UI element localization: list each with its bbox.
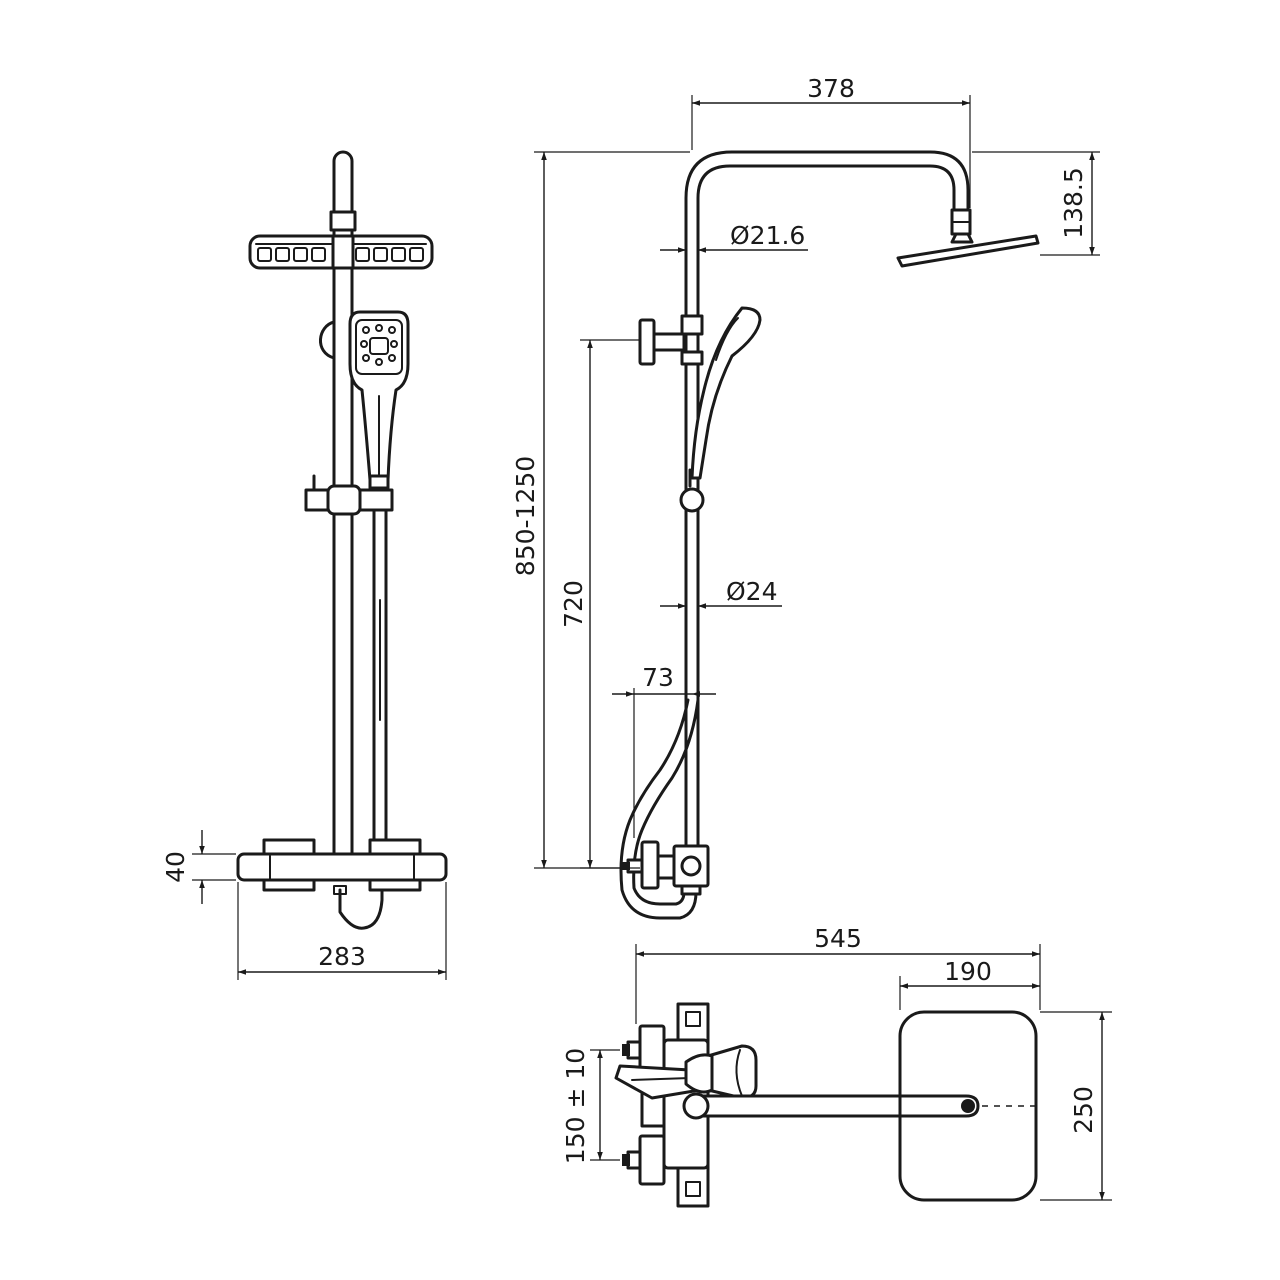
side-inlet-handle (640, 840, 660, 890)
side-holder-knob (638, 318, 656, 366)
dim-riser-pipe-diameter: Ø24 (660, 577, 782, 609)
dim-head-drop: 138.5 (972, 151, 1100, 256)
dim-head-width-label: 250 (1069, 1086, 1098, 1134)
dim-mixer-width-label: 283 (318, 942, 366, 971)
side-mixer-block (672, 844, 710, 888)
side-inlet-thread (622, 862, 630, 870)
front-mixer-foot-left (262, 878, 316, 892)
dim-head-depth-label: 190 (944, 957, 992, 986)
top-wall-bracket-cap-lower (685, 1181, 701, 1197)
top-hand-shower-face (735, 1049, 743, 1097)
dim-total-depth-label: 545 (814, 924, 862, 953)
side-mixer-port (680, 855, 702, 877)
dim-inlet-spacing-label: 150 ± 10 (561, 1048, 590, 1164)
dim-mixer-height-label: 40 (161, 851, 190, 883)
top-inlet-thread-upper (622, 1044, 630, 1056)
side-arm-inner (696, 164, 956, 322)
top-wall-bracket-cap-upper (685, 1011, 701, 1027)
top-arm-pipe (698, 1094, 980, 1118)
side-view: 378 138.5 Ø21.6 850-1250 720 (511, 74, 1100, 920)
front-rod-collar (329, 210, 357, 232)
dim-arm-pipe-diameter: Ø21.6 (660, 221, 808, 253)
front-head-mount (331, 234, 355, 270)
dim-head-width: 250 (1040, 1011, 1112, 1201)
dim-mixer-width: 283 (237, 882, 447, 980)
front-holder-knob (319, 320, 336, 360)
side-hand-shower-face-line (715, 317, 739, 361)
side-hand-shower (690, 306, 762, 480)
top-hand-shower-base (684, 1053, 714, 1094)
side-holder-clamp (680, 314, 704, 336)
dim-hose-offset: 73 (612, 663, 716, 838)
top-inlet-handle-lower (638, 1134, 666, 1186)
front-hand-shower-face (355, 319, 403, 375)
side-inlet-stem (656, 854, 676, 880)
dim-hose-offset-label: 73 (642, 663, 674, 692)
front-hand-shower-cone (368, 474, 390, 490)
top-view: 545 190 250 150 ± 10 (561, 924, 1112, 1208)
top-holder-lever (614, 1064, 702, 1100)
dim-total-depth: 545 (635, 924, 1041, 1024)
side-holder-stem (652, 332, 686, 352)
top-inlet-thread-lower (622, 1154, 630, 1166)
dim-arm-length: 378 (691, 74, 971, 208)
dim-head-drop-label: 138.5 (1059, 167, 1088, 239)
side-inlet-nut (626, 858, 644, 874)
dim-arm-pipe-diameter-label: Ø21.6 (730, 221, 805, 250)
dim-hand-shower-height: 720 (559, 339, 640, 869)
dim-total-height: 850-1250 (511, 151, 690, 869)
side-hose-inner (632, 698, 700, 906)
front-bracket-clamp (326, 484, 362, 516)
dim-arm-length-label: 378 (807, 74, 855, 103)
side-mixer-outlet (680, 884, 702, 896)
front-hand-shower-nozzles (360, 324, 398, 366)
top-hand-shower (706, 1044, 758, 1100)
top-holder-lever-line (631, 1077, 691, 1081)
side-head-ball (950, 232, 974, 244)
dim-head-depth: 190 (899, 957, 1040, 1010)
side-arm-outer (684, 150, 970, 322)
dim-hand-shower-height-label: 720 (559, 580, 588, 628)
dim-riser-pipe-diameter-label: Ø24 (726, 577, 778, 606)
top-head-connector (961, 1099, 975, 1113)
side-holder-clamp-lower (680, 350, 704, 366)
side-shower-head (896, 234, 1040, 268)
front-outlet-nut (333, 885, 347, 895)
front-shower-nozzles (257, 247, 424, 262)
front-view: 40 283 (161, 150, 448, 980)
dim-inlet-spacing: 150 ± 10 (561, 1048, 620, 1164)
front-outlet-loop (338, 888, 384, 930)
front-mixer-foot-right (368, 878, 422, 892)
side-hose-outer (619, 698, 698, 920)
dim-total-height-label: 850-1250 (511, 456, 540, 576)
front-mixer-body (236, 852, 448, 882)
top-arm-elbow (682, 1092, 710, 1120)
side-slider-knob (679, 487, 705, 513)
top-shower-head (898, 1010, 1038, 1202)
dim-mixer-height: 40 (161, 830, 236, 904)
